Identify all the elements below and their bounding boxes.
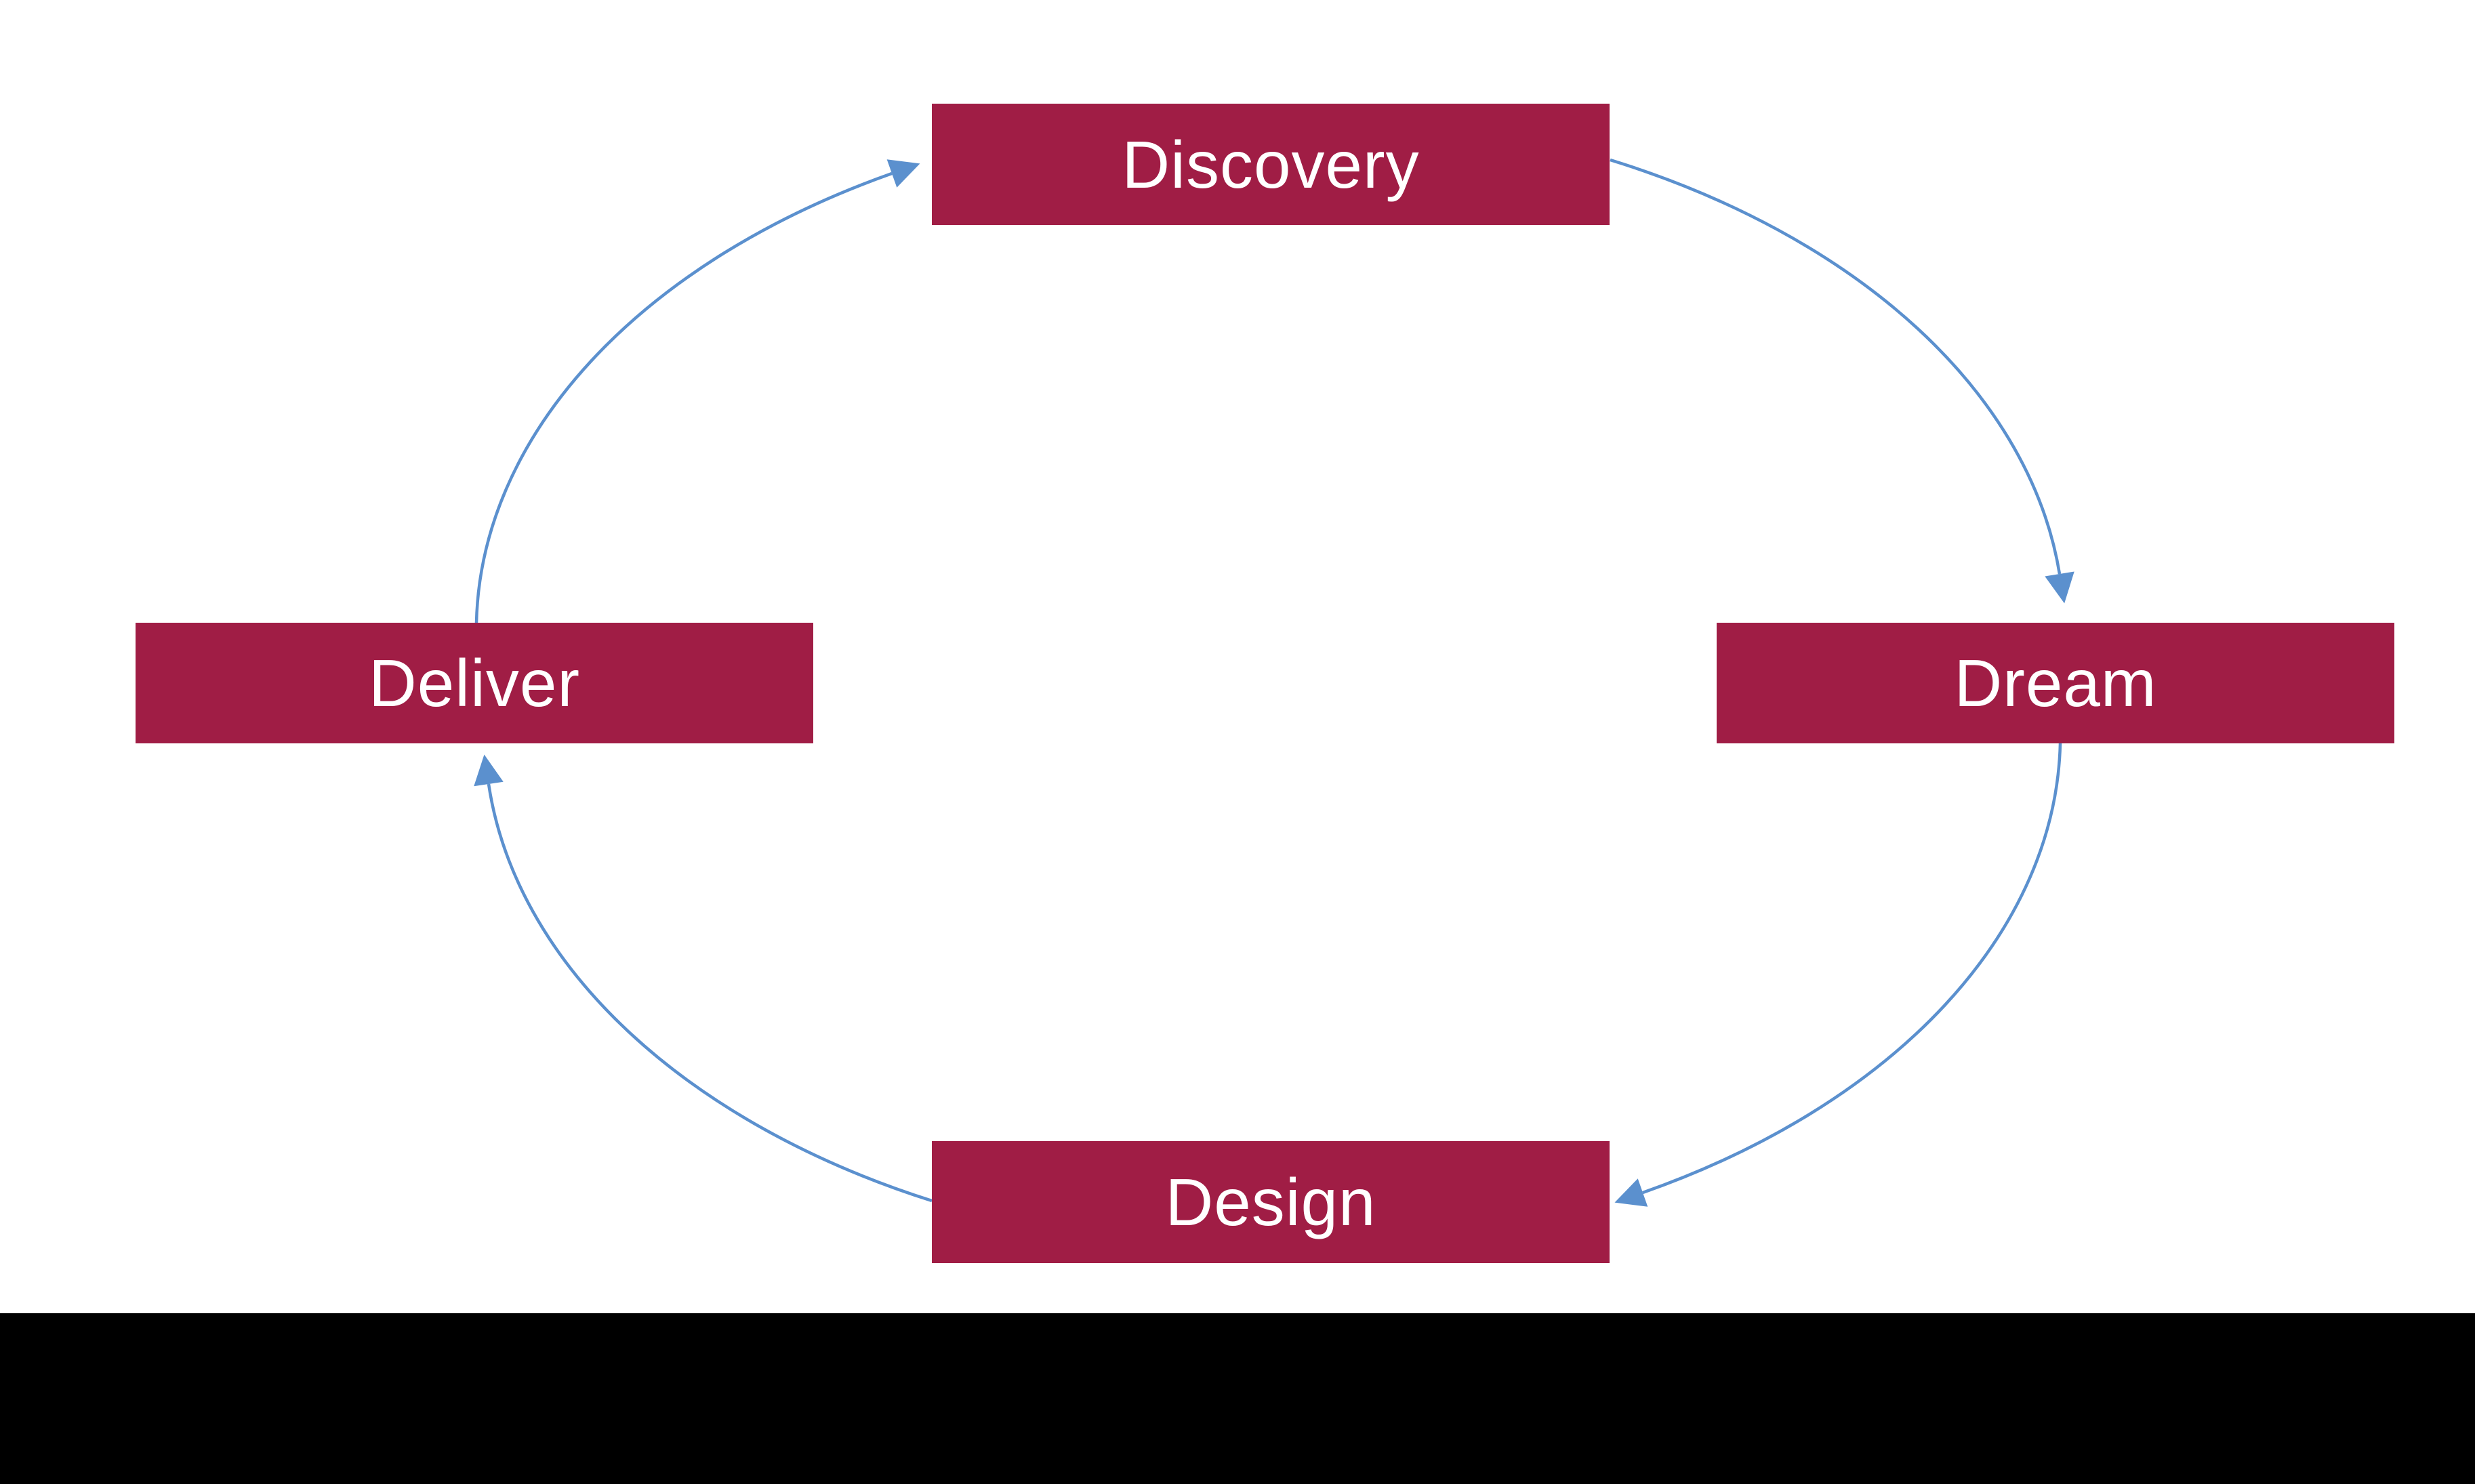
arrow-deliver-to-discovery <box>474 159 920 623</box>
node-dream: Dream <box>1717 623 2394 743</box>
node-discovery-label: Discovery <box>1122 127 1420 202</box>
arrow-design-to-deliver <box>474 754 933 1203</box>
node-discovery: Discovery <box>932 104 1610 225</box>
arrow-dream-to-design <box>1614 743 2062 1207</box>
node-deliver-label: Deliver <box>369 646 580 720</box>
arrow-discovery-to-dream <box>1610 158 2074 604</box>
bottom-black-bar <box>0 1313 2475 1484</box>
node-dream-label: Dream <box>1954 646 2157 720</box>
node-design-label: Design <box>1165 1165 1376 1239</box>
node-design: Design <box>932 1141 1610 1263</box>
node-deliver: Deliver <box>136 623 813 743</box>
